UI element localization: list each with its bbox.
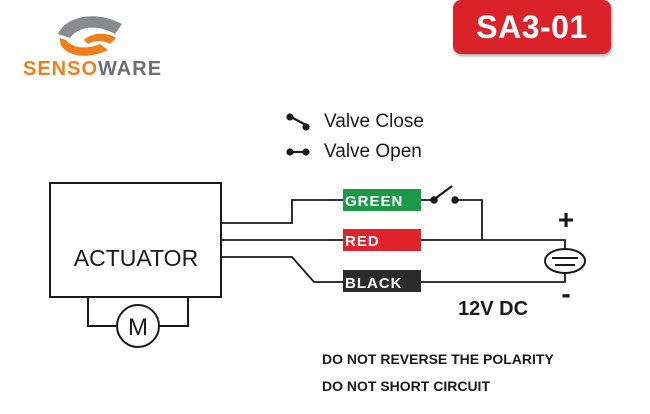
power-label: 12V DC	[458, 298, 528, 320]
motor-icon	[87, 297, 189, 348]
wire-red-label: RED	[345, 233, 380, 250]
brand-name: SENSOWARE	[23, 58, 162, 80]
legend-valve-close: Valve Close	[324, 111, 424, 132]
warning-short-circuit: DO NOT SHORT CIRCUIT	[322, 378, 490, 394]
warning-polarity: DO NOT REVERSE THE POLARITY	[322, 351, 554, 367]
valve-close-symbol-icon	[286, 113, 310, 131]
wire-green-label: GREEN	[345, 193, 403, 210]
model-badge-text: SA3-01	[476, 8, 588, 45]
wire-red-tag	[343, 229, 421, 251]
motor-symbol: M	[128, 314, 148, 341]
wire-black-tag	[343, 270, 421, 292]
legend-valve-open: Valve Open	[324, 141, 422, 162]
brand-name-gray: WARE	[98, 58, 162, 80]
actuator-label: ACTUATOR	[74, 245, 198, 271]
brand-name-orange: SENSO	[23, 58, 98, 80]
wire-black-label: BLACK	[345, 275, 403, 292]
dc-source-icon	[544, 248, 586, 274]
wire-green-tag	[343, 189, 421, 211]
model-badge: SA3-01	[453, 0, 611, 54]
power-plus-sign: +	[558, 204, 574, 235]
wire-lines	[221, 199, 566, 283]
valve-open-symbol-icon	[286, 148, 310, 156]
actuator-box	[49, 182, 222, 298]
valve-switch-icon	[430, 185, 459, 204]
sensoware-logo-icon	[58, 16, 122, 56]
power-minus-sign: -	[561, 278, 570, 309]
